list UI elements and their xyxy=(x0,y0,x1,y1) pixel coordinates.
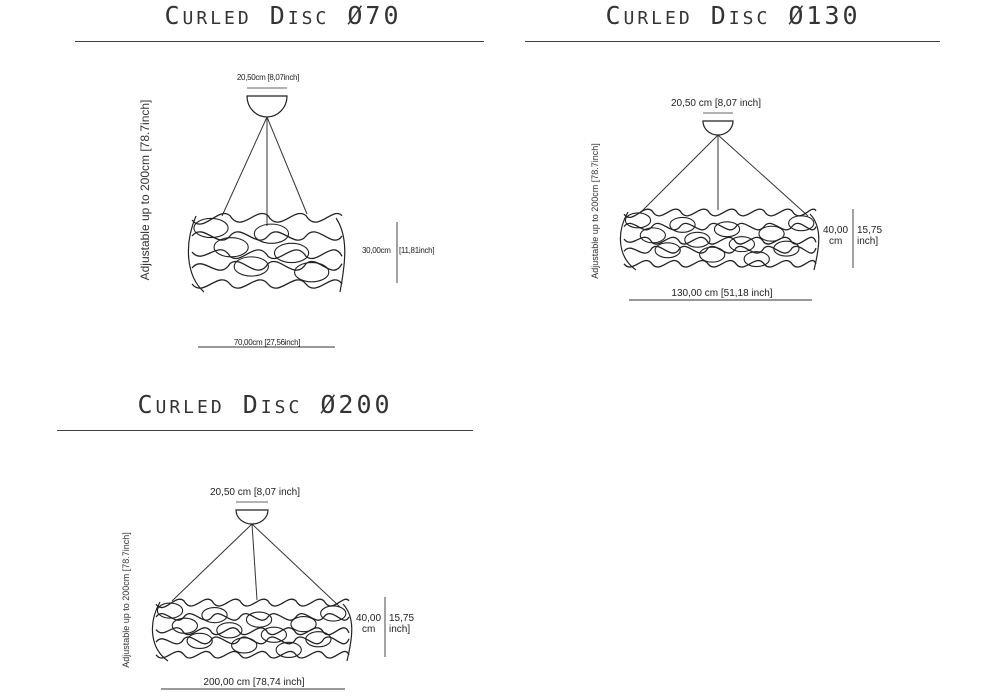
curl-loop xyxy=(654,242,681,259)
curl-band xyxy=(623,245,817,254)
curl-band xyxy=(191,212,343,225)
curl-loop xyxy=(699,246,726,263)
curl-band xyxy=(155,613,350,621)
curl-loop xyxy=(669,216,696,233)
curl-loop xyxy=(624,212,652,229)
height-cm-value: 40,00 xyxy=(823,225,849,236)
curl-band xyxy=(155,627,350,636)
curl-edge xyxy=(342,603,353,662)
canopy-width-label: 20,50cm [8,07inch] xyxy=(236,73,300,82)
panel-title-disc-200: Curled Disc Ø200 xyxy=(137,390,393,419)
curl-loop xyxy=(294,262,330,283)
height-inch-unit: inch] xyxy=(857,236,879,247)
curl-loop xyxy=(758,225,785,242)
curl-loop xyxy=(275,641,302,659)
curl-loop xyxy=(193,217,229,239)
suspension-cable xyxy=(717,134,809,217)
curl-edge xyxy=(187,215,205,293)
curl-loop xyxy=(788,215,815,232)
curl-loop xyxy=(260,626,288,643)
curl-loop xyxy=(684,231,711,248)
curl-loop xyxy=(773,240,800,257)
curl-loop xyxy=(743,251,770,268)
height-cm-label: 30,00cm xyxy=(362,246,391,255)
curl-band xyxy=(623,222,817,231)
height-cm-value: 40,00 xyxy=(356,613,382,624)
width-label: 130,00 cm [51,18 inch] xyxy=(671,288,773,299)
height-inch-unit: inch] xyxy=(389,624,411,635)
canopy-icon xyxy=(235,509,269,525)
curl-loop xyxy=(216,622,243,639)
curl-band xyxy=(623,208,817,218)
curl-edge xyxy=(151,601,169,662)
curl-loop xyxy=(713,221,741,238)
canopy-width-label: 20,50 cm [8,07 inch] xyxy=(209,487,301,498)
curl-loop xyxy=(253,223,290,244)
canopy-icon xyxy=(702,120,734,136)
height-cm-unit: cm xyxy=(362,624,376,635)
curl-loop xyxy=(728,236,756,253)
canopy-icon xyxy=(246,95,288,118)
curl-loop xyxy=(639,227,666,244)
curl-loop xyxy=(156,602,184,619)
curl-loop xyxy=(213,237,249,258)
curl-loop xyxy=(305,631,332,648)
suspension-cable xyxy=(266,116,308,215)
title-divider xyxy=(525,41,940,42)
curl-edge xyxy=(619,211,637,271)
suspension-cable xyxy=(221,116,268,217)
curl-band xyxy=(155,636,350,645)
curl-loop xyxy=(320,605,347,622)
canopy-width-label: 20,50 cm [8,07 inch] xyxy=(670,98,762,109)
curl-loop xyxy=(233,256,269,277)
title-divider xyxy=(57,430,473,431)
curl-edge xyxy=(335,217,346,293)
curl-band xyxy=(623,236,817,245)
curl-band xyxy=(155,650,350,659)
height-inch-value: 15,75 xyxy=(389,613,415,624)
curl-loop xyxy=(231,637,258,654)
height-inch-value: 15,75 xyxy=(857,225,883,236)
curl-band xyxy=(191,249,343,260)
curl-loop xyxy=(290,616,317,633)
curl-band xyxy=(623,260,817,268)
curl-loop xyxy=(186,632,213,650)
height-cm-unit: cm xyxy=(829,236,843,247)
curl-band xyxy=(191,231,343,241)
suspension-cable xyxy=(171,523,253,602)
panel-title-disc-70: Curled Disc Ø70 xyxy=(164,1,402,30)
suspension-cable xyxy=(251,523,258,601)
curl-band xyxy=(155,598,350,609)
width-label: 70,00cm [27,56inch] xyxy=(233,338,301,347)
suspension-cable xyxy=(251,523,341,608)
height-inch-label: [11,81inch] xyxy=(399,246,435,255)
curl-loop xyxy=(245,611,273,628)
panel-title-disc-130: Curled Disc Ø130 xyxy=(605,1,861,30)
curl-edge xyxy=(809,213,820,271)
curl-loop xyxy=(201,606,228,624)
curl-loop xyxy=(273,242,310,264)
title-divider xyxy=(75,41,484,42)
width-label: 200,00 cm [78,74 inch] xyxy=(203,677,305,688)
suspension-cable xyxy=(639,134,719,214)
curl-loop xyxy=(171,617,198,634)
curl-band xyxy=(191,279,343,289)
